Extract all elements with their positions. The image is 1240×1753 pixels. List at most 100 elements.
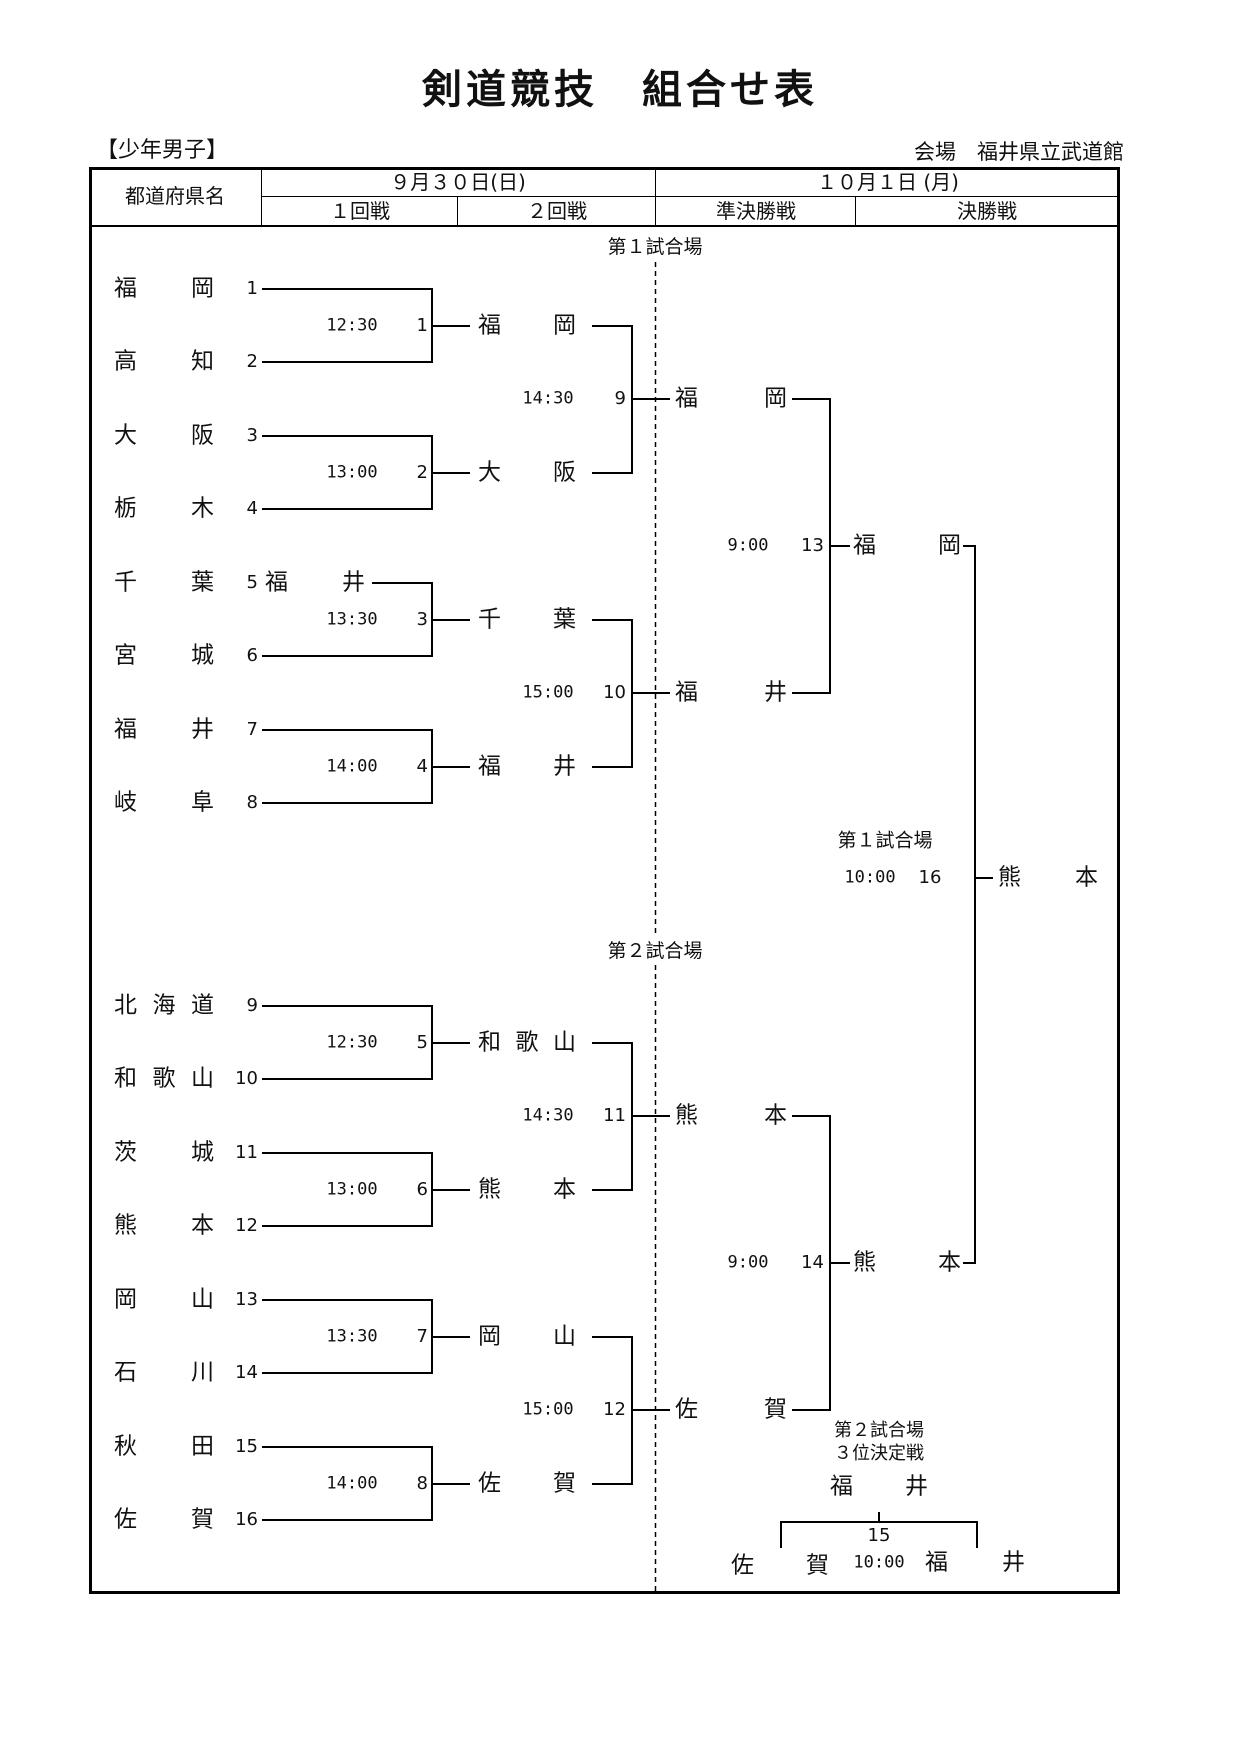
match-winner: 熊本 bbox=[675, 1102, 787, 1129]
match-number: 9 bbox=[614, 388, 626, 409]
match-number: 12 bbox=[603, 1399, 626, 1420]
entry-seed: 16 bbox=[235, 1509, 258, 1530]
entry-seed: 10 bbox=[235, 1068, 258, 1089]
match-winner: 福岡 bbox=[675, 385, 787, 412]
entry-name: 秋田 bbox=[114, 1433, 214, 1460]
match-number: 1 bbox=[416, 315, 428, 336]
match-number: 3 bbox=[416, 609, 428, 630]
entry-seed: 4 bbox=[246, 498, 258, 519]
match-time: 13:00 bbox=[326, 1179, 378, 1200]
entry-seed: 5 bbox=[246, 572, 258, 593]
entry-name: 石川 bbox=[114, 1359, 214, 1386]
header-divider bbox=[261, 167, 262, 226]
match-winner: 佐賀 bbox=[675, 1396, 787, 1423]
match-number: 4 bbox=[416, 756, 428, 777]
third-place-label: ３位決定戦 bbox=[834, 1443, 924, 1464]
match-time: 15:00 bbox=[522, 682, 574, 703]
match-winner: 岡山 bbox=[478, 1323, 576, 1350]
match-winner: 千葉 bbox=[478, 606, 576, 633]
match-annotation: 福井 bbox=[265, 569, 365, 596]
match-time: 15:00 bbox=[522, 1399, 574, 1420]
entry-seed: 6 bbox=[246, 645, 258, 666]
entry-name: 茨城 bbox=[114, 1139, 214, 1166]
header-divider bbox=[655, 167, 656, 226]
match-number: 10 bbox=[603, 682, 626, 703]
match-time: 13:30 bbox=[326, 1326, 378, 1347]
entry-name: 北海道 bbox=[114, 992, 214, 1019]
match-number: 5 bbox=[416, 1032, 428, 1053]
final-court: 第１試合場 bbox=[837, 829, 933, 852]
match-number: 16 bbox=[918, 867, 942, 888]
bracket-frame bbox=[89, 167, 1120, 1594]
round2-header: ２回戦 bbox=[527, 199, 587, 223]
match-number: 7 bbox=[416, 1326, 428, 1347]
final-header: 決勝戦 bbox=[957, 199, 1017, 223]
match-number: 11 bbox=[603, 1105, 626, 1126]
entry-seed: 9 bbox=[246, 995, 258, 1016]
entry-seed: 7 bbox=[246, 719, 258, 740]
match-number: 15 bbox=[867, 1525, 891, 1546]
entry-name: 福岡 bbox=[114, 275, 214, 302]
match-number: 14 bbox=[801, 1252, 824, 1273]
match-winner: 佐賀 bbox=[478, 1470, 576, 1497]
match-time: 9:00 bbox=[727, 535, 769, 556]
match-time: 14:00 bbox=[326, 1473, 378, 1494]
match-time: 10:00 bbox=[853, 1552, 905, 1573]
entry-name: 和歌山 bbox=[114, 1065, 214, 1092]
entry-name: 岐阜 bbox=[114, 789, 214, 816]
match-time: 14:30 bbox=[522, 388, 574, 409]
entry-name: 福井 bbox=[114, 716, 214, 743]
match-number: 8 bbox=[416, 1473, 428, 1494]
page-title: 剣道競技 組合せ表 bbox=[422, 67, 818, 113]
match-time: 12:30 bbox=[326, 1032, 378, 1053]
category-label: 【少年男子】 bbox=[96, 138, 229, 163]
third-place-left: 佐賀 bbox=[731, 1552, 829, 1579]
entry-name: 宮城 bbox=[114, 642, 214, 669]
match-time: 10:00 bbox=[844, 867, 896, 888]
entry-seed: 2 bbox=[246, 351, 258, 372]
semifinal-header: 準決勝戦 bbox=[716, 199, 796, 223]
match-winner: 福井 bbox=[478, 753, 576, 780]
champion: 熊本 bbox=[998, 864, 1098, 891]
match-time: 12:30 bbox=[326, 315, 378, 336]
header-mid-rule bbox=[262, 196, 1120, 197]
match-winner: 福岡 bbox=[853, 532, 961, 559]
match-winner: 福井 bbox=[675, 679, 787, 706]
third-place-court: 第２試合場 bbox=[834, 1420, 924, 1441]
entry-seed: 15 bbox=[235, 1436, 258, 1457]
entry-name: 高知 bbox=[114, 348, 214, 375]
match-number: 6 bbox=[416, 1179, 428, 1200]
match-time: 14:30 bbox=[522, 1105, 574, 1126]
round1-header: １回戦 bbox=[330, 199, 390, 223]
entry-name: 岡山 bbox=[114, 1286, 214, 1313]
match-winner: 熊本 bbox=[853, 1249, 961, 1276]
prefecture-header: 都道府県名 bbox=[125, 184, 225, 208]
entry-seed: 1 bbox=[246, 278, 258, 299]
match-winner: 福岡 bbox=[478, 312, 576, 339]
header-bottom-rule bbox=[89, 225, 1120, 227]
venue-label: 会場 福井県立武道館 bbox=[914, 140, 1124, 164]
match-time: 13:30 bbox=[326, 609, 378, 630]
court1-label: 第１試合場 bbox=[603, 238, 707, 257]
match-winner: 大阪 bbox=[478, 459, 576, 486]
entry-name: 大阪 bbox=[114, 422, 214, 449]
entry-seed: 12 bbox=[235, 1215, 258, 1236]
entry-name: 千葉 bbox=[114, 569, 214, 596]
entry-seed: 8 bbox=[246, 792, 258, 813]
match-time: 14:00 bbox=[326, 756, 378, 777]
entry-seed: 14 bbox=[235, 1362, 258, 1383]
match-time: 9:00 bbox=[727, 1252, 769, 1273]
match-number: 13 bbox=[801, 535, 824, 556]
entry-name: 熊本 bbox=[114, 1212, 214, 1239]
header-divider bbox=[855, 196, 856, 226]
header-divider bbox=[457, 196, 458, 226]
entry-name: 佐賀 bbox=[114, 1506, 214, 1533]
match-winner: 熊本 bbox=[478, 1176, 576, 1203]
third-place-winner: 福井 bbox=[830, 1473, 928, 1500]
court2-label: 第２試合場 bbox=[603, 942, 707, 961]
day1-header: ９月３０日(日) bbox=[390, 170, 526, 194]
day2-header: １０月１日 (月) bbox=[817, 170, 959, 194]
third-place-right: 福井 bbox=[925, 1549, 1025, 1576]
match-winner: 和歌山 bbox=[478, 1029, 576, 1056]
